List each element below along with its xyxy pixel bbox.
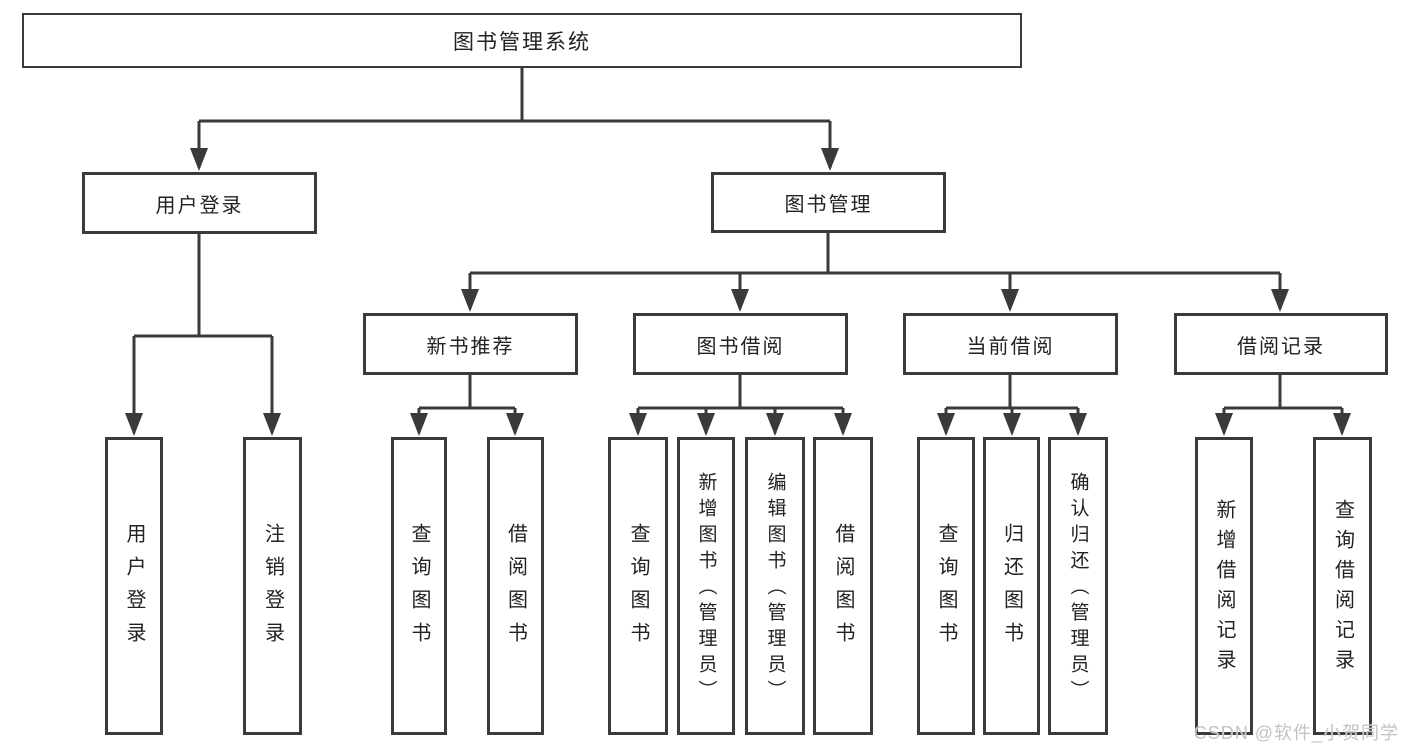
node-user-login: 用户登录 <box>82 172 317 234</box>
leaf-query-books-recommend: 查询图书 <box>391 437 447 735</box>
arrowhead-down <box>461 289 479 312</box>
leaf-edit-book-admin: 编辑图书（管理员） <box>745 437 805 735</box>
arrowhead-down <box>834 413 852 436</box>
arrowhead-down <box>125 413 143 436</box>
arrowhead-down <box>766 413 784 436</box>
arrowhead-down <box>1003 413 1021 436</box>
leaf-borrow-books-borrow: 借阅图书 <box>813 437 873 735</box>
leaf-logout: 注销登录 <box>243 437 302 735</box>
node-new-book-recommend: 新书推荐 <box>363 313 578 375</box>
arrowhead-down <box>1333 413 1351 436</box>
node-book-borrowing: 图书借阅 <box>633 313 848 375</box>
arrowhead-down <box>731 289 749 312</box>
node-book-management: 图书管理 <box>711 172 946 233</box>
node-current-borrowing: 当前借阅 <box>903 313 1118 375</box>
leaf-query-books-current: 查询图书 <box>917 437 975 735</box>
arrowhead-down <box>1001 289 1019 312</box>
arrowhead-down <box>263 413 281 436</box>
arrowhead-down <box>697 413 715 436</box>
leaf-borrow-books-recommend: 借阅图书 <box>487 437 544 735</box>
leaf-add-borrow-record: 新增借阅记录 <box>1195 437 1253 735</box>
leaf-return-books: 归还图书 <box>983 437 1040 735</box>
arrowhead-down <box>937 413 955 436</box>
arrowhead-down <box>410 413 428 436</box>
arrowhead-down <box>190 148 208 171</box>
arrowhead-down <box>1069 413 1087 436</box>
csdn-watermark: CSDN @软件_小贺同学 <box>1193 723 1399 743</box>
arrowhead-down <box>1271 289 1289 312</box>
leaf-user-login: 用户登录 <box>105 437 163 735</box>
arrowhead-down <box>1215 413 1233 436</box>
arrowhead-down <box>821 148 839 171</box>
node-library-management-system: 图书管理系统 <box>22 13 1022 68</box>
arrowhead-down <box>506 413 524 436</box>
leaf-query-borrow-record: 查询借阅记录 <box>1313 437 1372 735</box>
leaf-query-books-borrow: 查询图书 <box>608 437 668 735</box>
node-borrowing-records: 借阅记录 <box>1174 313 1388 375</box>
arrowhead-down <box>629 413 647 436</box>
leaf-add-book-admin: 新增图书（管理员） <box>677 437 735 735</box>
leaf-confirm-return-admin: 确认归还（管理员） <box>1048 437 1108 735</box>
